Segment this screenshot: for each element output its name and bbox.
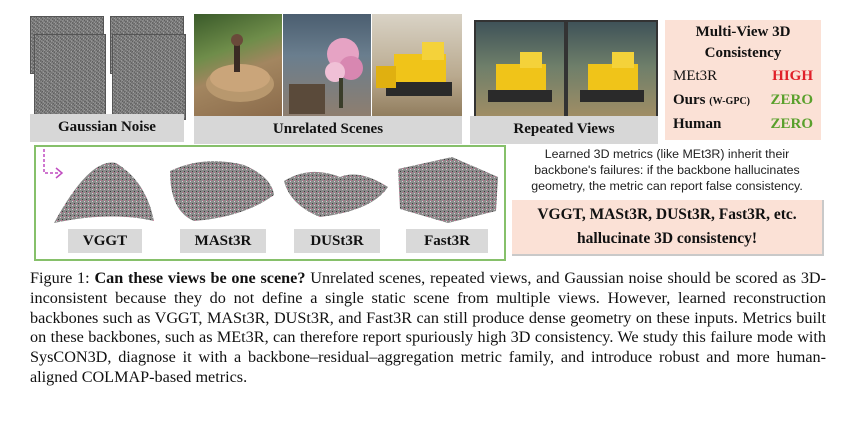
hallucinate-box: VGGT, MASt3R, DUSt3R, Fast3R, etc. hallu…	[512, 200, 824, 256]
caption-body: Unrelated scenes, repeated views, and Ga…	[30, 269, 826, 386]
dust3r-pointcloud	[284, 171, 388, 217]
repeated-views-label: Repeated Views	[470, 116, 658, 144]
hallucinate-line1: VGGT, MASt3R, DUSt3R, Fast3R, etc.	[537, 206, 797, 223]
consistency-box: Multi-View 3D Consistency MEt3R HIGH Our…	[665, 20, 821, 140]
method-label-vggt: VGGT	[68, 229, 142, 253]
repeated-view-image-1	[474, 20, 566, 124]
row-name: MEt3R	[673, 68, 718, 84]
caption-prefix: Figure 1:	[30, 269, 95, 287]
repeated-view-image-2	[566, 20, 658, 124]
flowers-image	[283, 14, 371, 118]
unrelated-scenes-label: Unrelated Scenes	[194, 116, 462, 144]
method-label-dust3r: DUSt3R	[294, 229, 380, 253]
fast3r-pointcloud	[398, 157, 498, 223]
consistency-title: Multi-View 3D Consistency	[665, 22, 821, 64]
vggt-pointcloud	[54, 162, 154, 223]
backbone-note: Learned 3D metrics (like MEt3R) inherit …	[531, 147, 803, 193]
row-value-high: HIGH	[772, 68, 813, 84]
gaussian-noise-label: Gaussian Noise	[30, 114, 184, 142]
noise-image-3	[34, 34, 106, 120]
noise-image-4	[112, 34, 186, 120]
row-note: (W-GPC)	[709, 96, 750, 107]
hallucinate-line2: hallucinate 3D consistency!	[577, 230, 757, 247]
lego-bulldozer-image	[372, 14, 462, 118]
row-name: Human	[673, 116, 722, 132]
dashed-arrow-icon	[43, 149, 64, 179]
row-value-zero: ZERO	[770, 92, 813, 108]
figure-caption: Figure 1: Can these views be one scene? …	[30, 269, 826, 388]
unrelated-scenes-group: Unrelated Scenes	[194, 14, 462, 144]
method-label-fast3r: Fast3R	[406, 229, 488, 253]
consistency-row-human: Human ZERO	[673, 116, 817, 138]
caption-bold: Can these views be one scene?	[94, 269, 306, 287]
consistency-title-line2: Consistency	[704, 45, 782, 61]
consistency-title-line1: Multi-View 3D	[695, 24, 791, 40]
garden-table-image	[194, 14, 282, 118]
repeated-views-group: Repeated Views	[470, 14, 658, 144]
gaussian-noise-group: Gaussian Noise	[24, 14, 190, 144]
mast3r-pointcloud	[170, 161, 274, 221]
row-name: Ours	[673, 92, 706, 108]
consistency-row-ours: Ours (W-GPC) ZERO	[673, 92, 817, 114]
consistency-row-met3r: MEt3R HIGH	[673, 68, 817, 90]
row-value-zero: ZERO	[770, 116, 813, 132]
method-label-mast3r: MASt3R	[180, 229, 266, 253]
reconstruction-panel: VGGT MASt3R DUSt3R Fast3R	[34, 145, 506, 261]
